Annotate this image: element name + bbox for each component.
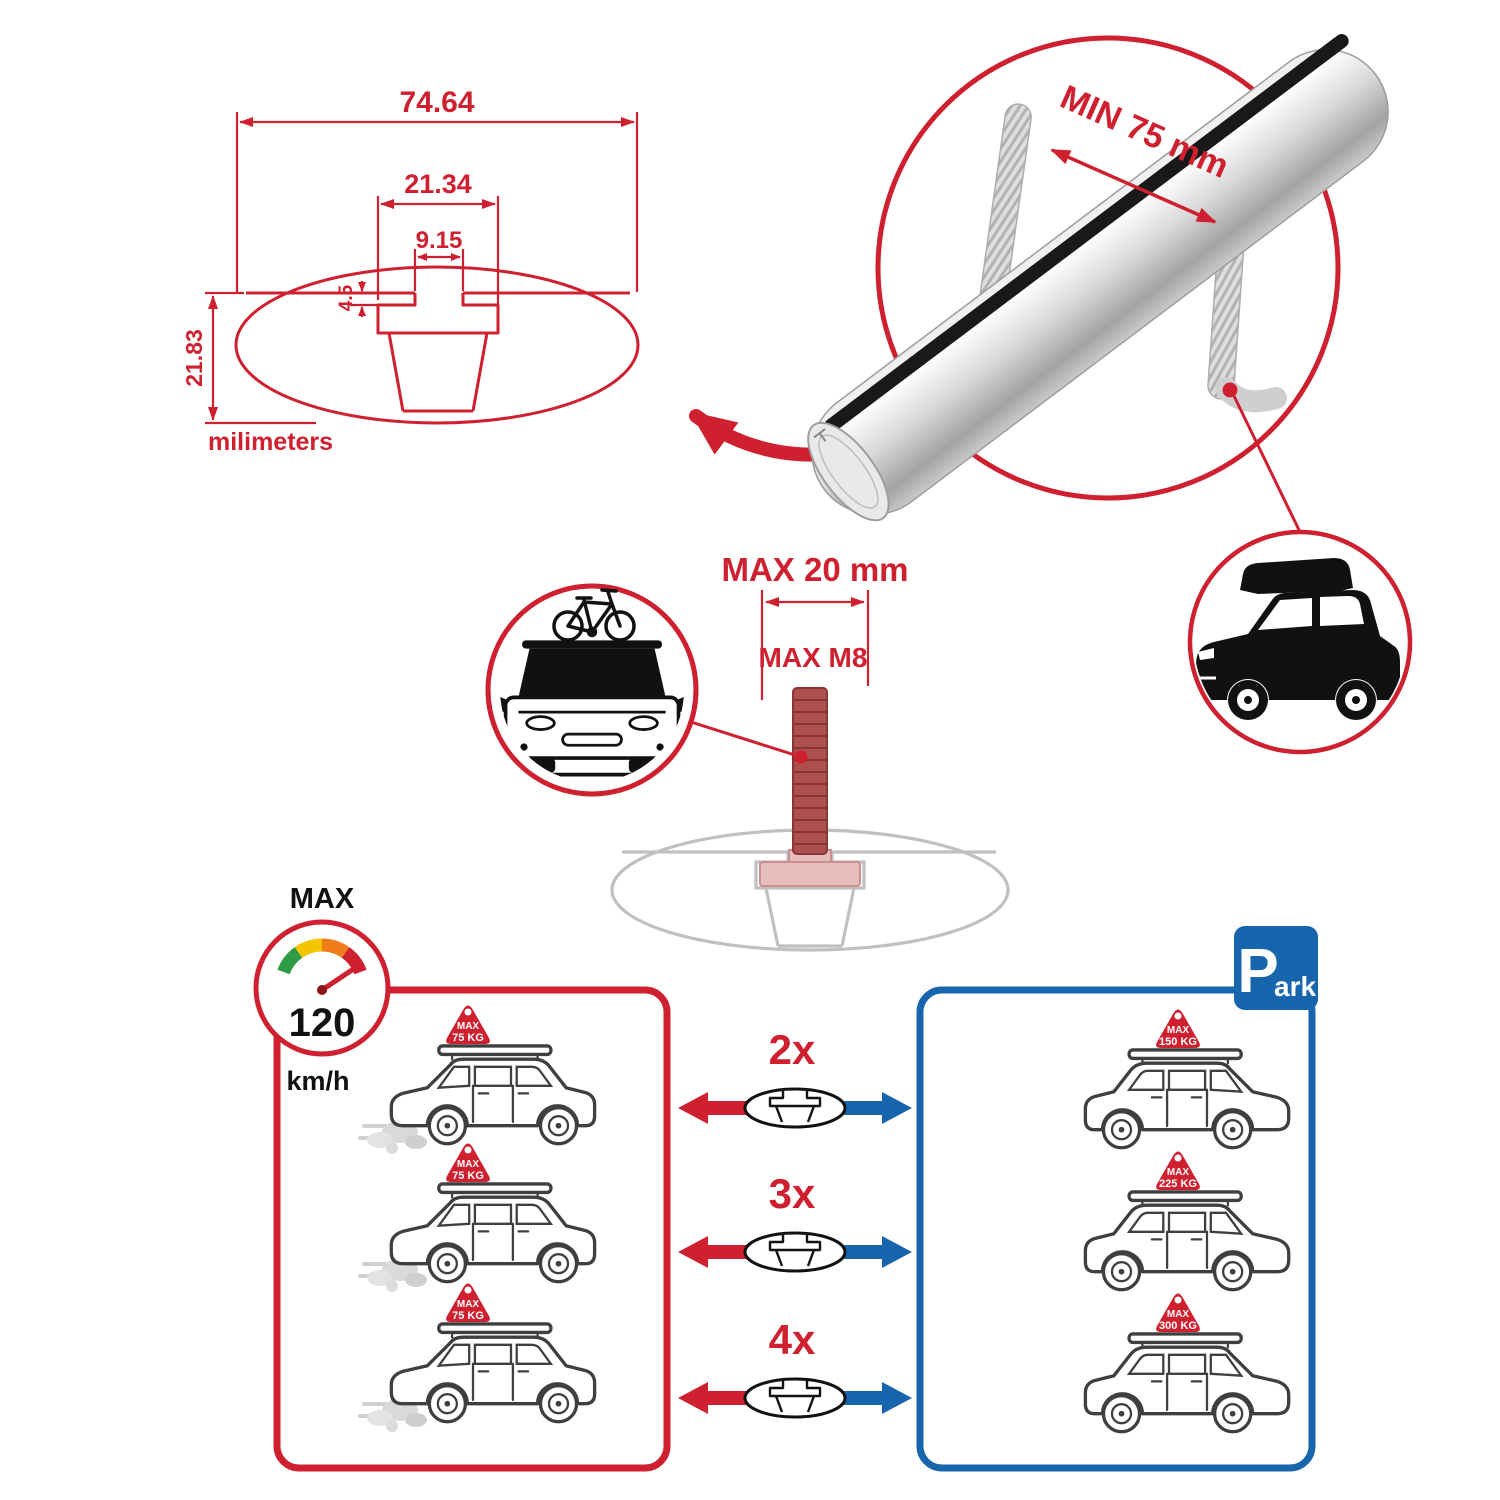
t-bolt-flange — [759, 861, 861, 887]
t-slot-channel — [376, 293, 500, 335]
speed-value: 120 — [289, 1001, 356, 1045]
grille-icon — [561, 732, 623, 747]
load-sign-value: 75 KG — [452, 1310, 484, 1322]
dimension-total-width: 74.64 — [235, 86, 639, 292]
left-arrow — [678, 1382, 798, 1414]
right-arrow — [792, 1092, 912, 1124]
headlight-icon — [525, 715, 556, 731]
dimension-lip-depth: 4.5 — [336, 281, 378, 317]
gauge-max-label: MAX — [290, 883, 355, 915]
parking-sign-tile — [1234, 926, 1318, 1010]
load-sign: MAX 75 KG — [446, 1143, 490, 1182]
bar-end-cap — [807, 421, 890, 522]
load-sign: MAX 75 KG — [446, 1283, 490, 1322]
right-arrow — [792, 1236, 912, 1268]
technical-drawing: 74.64 21.34 9.15 4.5 21.83 milimeters — [181, 86, 640, 456]
headlight-icon — [628, 715, 659, 731]
t-bolt — [759, 687, 861, 887]
gauge-arc — [277, 938, 367, 975]
load-sign-max: MAX — [1167, 1025, 1190, 1036]
bar-detail-circle: MIN 75 mm — [807, 34, 1389, 533]
load-sign-max: MAX — [1167, 1167, 1190, 1178]
callout-line — [690, 720, 799, 758]
parked-car-row: MAX 150 KG — [1083, 1009, 1291, 1150]
driving-car-row: MAX 75 KG — [358, 1005, 597, 1156]
gauge-needle — [319, 967, 355, 993]
load-sign-value: 150 KG — [1159, 1036, 1197, 1048]
load-sign-value: 75 KG — [452, 1032, 484, 1044]
suv-side-icon — [1196, 558, 1400, 720]
dimension-slot-outer: 21.34 — [376, 169, 500, 304]
headlight-icon — [1198, 648, 1214, 660]
dim-total-height-label: 21.83 — [181, 329, 207, 387]
parking-rest: ark — [1274, 971, 1316, 1002]
load-sign-max: MAX — [457, 1159, 480, 1170]
vehicle-circle — [1187, 529, 1413, 755]
multiplier-label: 3x — [769, 1170, 816, 1217]
load-sign: MAX 300 KG — [1156, 1293, 1200, 1332]
speed-units: km/h — [286, 1066, 349, 1096]
load-sign: MAX 225 KG — [1156, 1151, 1200, 1190]
dimension-total-height: 21.83 — [181, 291, 316, 425]
callout-dot — [1222, 382, 1238, 398]
load-sign: MAX 150 KG — [1156, 1009, 1200, 1048]
bicycle-icon — [552, 588, 636, 642]
right-arrow — [792, 1382, 912, 1414]
load-sign: MAX 75 KG — [446, 1005, 490, 1044]
callout-dot — [794, 750, 808, 764]
load-sign-value: 75 KG — [452, 1170, 484, 1182]
multiplier-label: 2x — [769, 1026, 816, 1073]
callout-line — [1232, 395, 1302, 533]
parking-letter: P — [1237, 937, 1278, 1006]
mirror-icon — [500, 693, 506, 713]
parking-sign: P ark — [1234, 926, 1318, 1010]
units-label: milimeters — [208, 428, 333, 456]
bolt-thread-label: MAX M8 — [759, 642, 868, 673]
dim-lip-depth-label: 4.5 — [336, 284, 357, 311]
load-sign-max: MAX — [457, 1021, 480, 1032]
suv-window-front — [1258, 598, 1312, 630]
parked-car-row: MAX 225 KG — [1083, 1151, 1291, 1292]
thread-lines — [793, 699, 827, 845]
dim-total-width-label: 74.64 — [399, 86, 474, 119]
bar-count-row: 2x — [678, 1026, 912, 1129]
dim-slot-outer-label: 21.34 — [404, 169, 472, 199]
roof-box-icon — [1240, 558, 1353, 594]
rubber-strip — [824, 34, 1349, 433]
load-sign-value: 300 KG — [1159, 1320, 1197, 1332]
speed-gauge: MAX 120 km/h — [253, 883, 391, 1096]
dimension-slot-inner: 9.15 — [413, 227, 465, 291]
windshield — [518, 648, 666, 698]
load-sign-max: MAX — [1167, 1309, 1190, 1320]
bar-count-row: 3x — [678, 1170, 912, 1273]
car-roof — [522, 640, 662, 649]
multiplier-label: 4x — [769, 1316, 816, 1363]
bar-cross-section-ellipse — [234, 265, 640, 425]
driving-car-row: MAX 75 KG — [358, 1283, 597, 1434]
bolt-diagram: MAX 20 mm MAX M8 — [610, 551, 1010, 952]
min-span-arrow — [1050, 148, 1217, 224]
bolt-max-width-label: MAX 20 mm — [721, 551, 908, 588]
mirror-icon — [678, 693, 685, 713]
dim-slot-inner-label: 9.15 — [416, 227, 463, 254]
left-arrow — [678, 1092, 798, 1124]
left-arrow — [678, 1236, 798, 1268]
driving-car-row: MAX 75 KG — [358, 1143, 597, 1294]
t-slot-stem — [387, 332, 489, 413]
bike-car-circle — [485, 583, 699, 797]
parked-car-row: MAX 300 KG — [1083, 1293, 1291, 1434]
load-sign-value: 225 KG — [1159, 1178, 1197, 1190]
bar-count-row: 4x — [678, 1316, 912, 1419]
aluminum-bar — [807, 34, 1389, 522]
suv-window-rear — [1320, 596, 1364, 626]
load-sign-max: MAX — [457, 1299, 480, 1310]
